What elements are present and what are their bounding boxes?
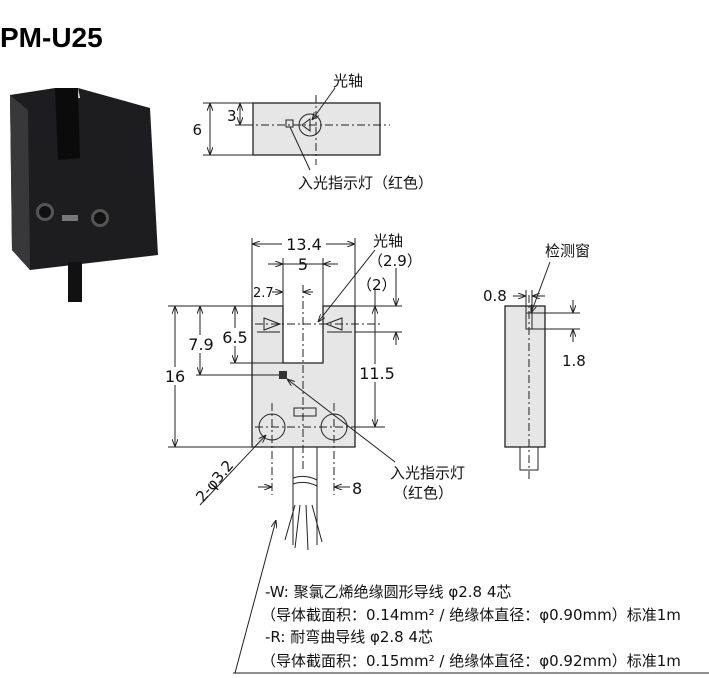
dim-slot-depth: 6.5 [222,328,247,347]
dim-indicator-height: 7.9 [188,335,213,354]
side-view: 0.8 1.8 检测窗 [483,242,590,480]
label-detection-window: 检测窗 [545,242,590,260]
front-view: 13.4 5 2.7 16 7.9 6.5 11.5 （2.9） （2） 光轴 [164,232,465,551]
top-view: 6 3 光轴 入光指示灯（红色） [192,72,433,192]
product-title: PM-U25 [0,22,103,53]
dim-holes: 2-φ3.2 [192,457,237,506]
dim-total-height: 16 [165,367,185,386]
note-w-cable: -W: 聚氯乙烯绝缘圆形导线 φ2.8 4芯 [265,583,511,601]
dim-mount: 11.5 [359,364,395,383]
dim-top-ref: （2） [357,276,397,294]
dim-hole-pitch: 8 [352,479,362,498]
dim-height: 6 [192,121,202,139]
note-r-spec: （导体截面积：0.15mm² / 绝缘体直径：φ0.92mm）标准1m [261,652,681,670]
dim-edge: 2.7 [253,286,274,301]
label-indicator: 入光指示灯（红色） [298,174,433,192]
dim-axis: 3 [227,107,237,125]
label-front-indicator-1: 入光指示灯 [390,464,465,482]
dim-slot-width: 5 [298,255,308,274]
note-r-cable: -R: 耐弯曲导线 φ2.8 4芯 [265,628,433,646]
note-w-spec: （导体截面积：0.14mm² / 绝缘体直径：φ0.90mm）标准1m [261,606,681,624]
product-photo [10,88,158,302]
dim-window-width: 0.8 [483,287,507,305]
label-front-axis: 光轴 [373,232,403,250]
dim-window-height: 1.8 [562,352,586,370]
dim-width: 13.4 [286,235,322,254]
dim-axis-ref: （2.9） [368,252,422,270]
cable-notes: -W: 聚氯乙烯绝缘圆形导线 φ2.8 4芯 （导体截面积：0.14mm² / … [233,520,709,674]
label-front-indicator-2: （红色） [393,484,453,502]
label-optical-axis: 光轴 [333,72,363,90]
